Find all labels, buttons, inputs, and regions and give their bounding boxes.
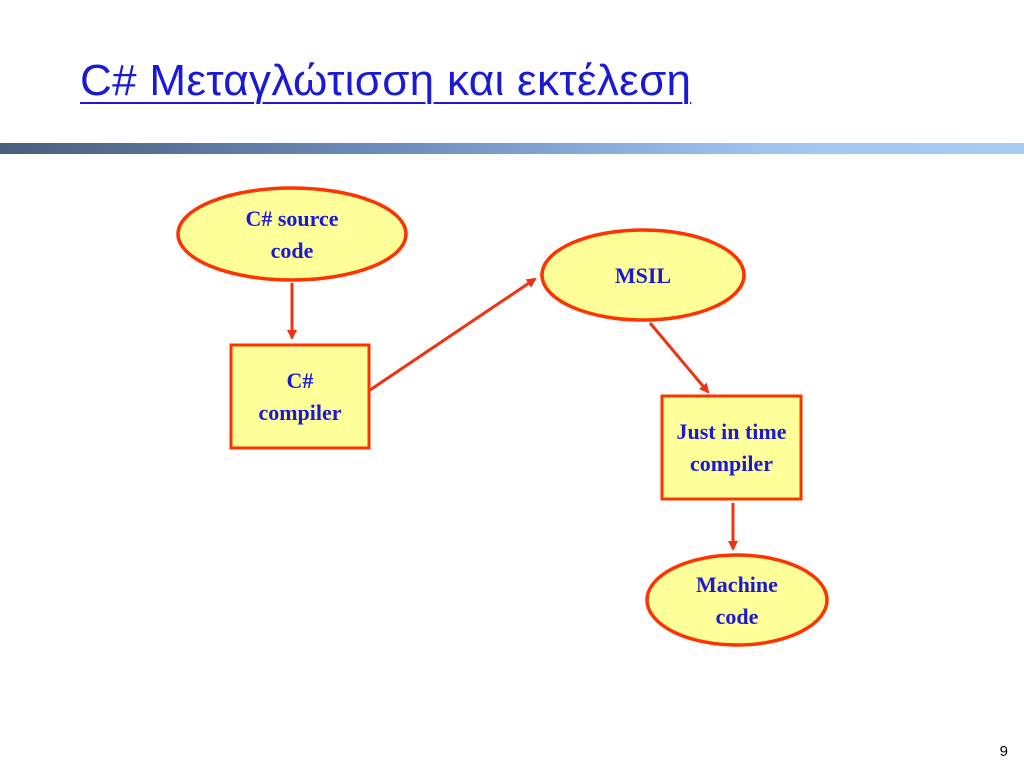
node-msil-label: MSIL [614,263,672,288]
node-jit-label: Just in time compiler [676,418,787,476]
node-compiler-label: C# compiler [258,367,342,425]
slide-title: C# Μεταγλώτισση και εκτέλεση [80,56,692,105]
page-number: 9 [999,743,1008,760]
node-jit-shape [660,394,803,501]
node-source-shape [176,186,408,282]
edge-msil-to-jit [648,322,710,394]
edge-compiler-to-msil [369,277,537,392]
title-gradient-rule [0,143,1024,154]
node-source-label: C# source code [245,206,339,263]
node-machine-shape [645,553,829,647]
node-compiler-shape [229,343,371,450]
node-msil-shape [540,228,746,322]
node-machine-label: Machine code [696,572,778,629]
